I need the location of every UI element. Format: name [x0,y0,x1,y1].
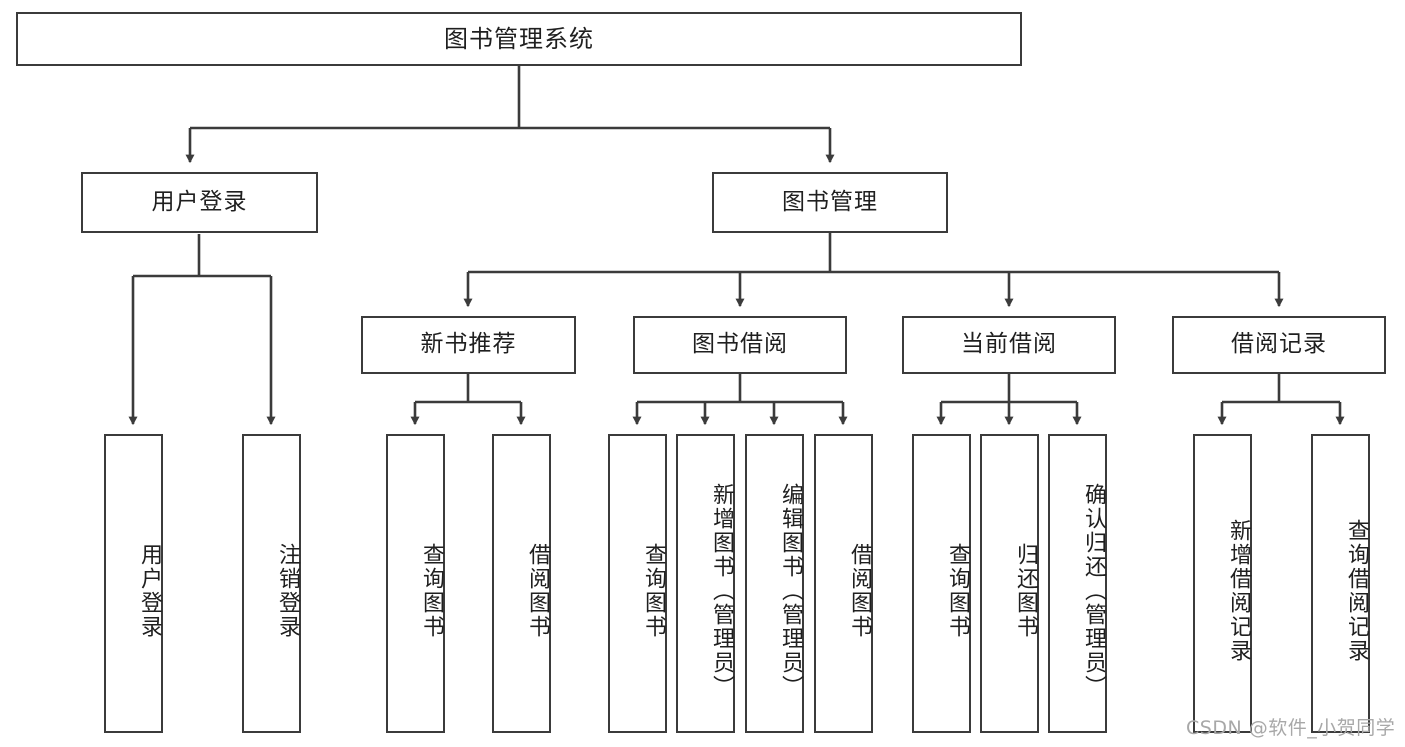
node-label: 用户登录 [151,188,248,215]
node-label: 查询图书 [641,542,666,639]
node-leaf-query-borrow-record[interactable]: 查询借阅记录 [1311,434,1370,733]
node-leaf-add-borrow-record[interactable]: 新增借阅记录 [1193,434,1252,733]
node-module-user-login[interactable]: 用户登录 [81,172,318,233]
node-label: 图书借阅 [692,331,788,358]
node-leaf-borrow-book-newbook[interactable]: 借阅图书 [492,434,551,733]
node-label: 借阅记录 [1231,331,1327,358]
node-leaf-add-book-admin[interactable]: 新增图书（管理员） [676,434,735,733]
node-label: 新书推荐 [420,331,517,358]
node-label: 图书管理系统 [444,24,594,53]
node-label: 查询图书 [945,542,970,639]
node-module-book-manage[interactable]: 图书管理 [712,172,948,233]
node-label: 借阅图书 [525,542,550,639]
node-submodule-borrow-record[interactable]: 借阅记录 [1172,316,1386,374]
node-root-system[interactable]: 图书管理系统 [16,12,1022,66]
node-leaf-user-login[interactable]: 用户登录 [104,434,163,733]
node-leaf-return-book[interactable]: 归还图书 [980,434,1039,733]
node-label: 注销登录 [275,542,300,639]
csdn-watermark: CSDN @软件_小贺同学 [1186,717,1396,739]
node-label: 当前借阅 [961,331,1057,358]
node-leaf-query-book-current[interactable]: 查询图书 [912,434,971,733]
node-submodule-book-borrow[interactable]: 图书借阅 [633,316,847,374]
node-label: 借阅图书 [847,542,872,639]
node-leaf-query-book-borrow[interactable]: 查询图书 [608,434,667,733]
node-label: 查询借阅记录 [1344,518,1369,663]
node-leaf-query-book-newbook[interactable]: 查询图书 [386,434,445,733]
node-label: 归还图书 [1013,542,1038,639]
node-label: 确认归还（管理员） [1081,482,1106,699]
node-label: 新增借阅记录 [1226,518,1251,663]
node-leaf-borrow-book-borrow[interactable]: 借阅图书 [814,434,873,733]
node-label: 新增图书（管理员） [709,482,734,699]
node-label: 查询图书 [419,542,444,639]
node-label: 编辑图书（管理员） [778,482,803,699]
node-leaf-edit-book-admin[interactable]: 编辑图书（管理员） [745,434,804,733]
node-label: 图书管理 [782,188,878,215]
node-leaf-confirm-return-admin[interactable]: 确认归还（管理员） [1048,434,1107,733]
node-label: 用户登录 [137,542,162,639]
node-leaf-logout[interactable]: 注销登录 [242,434,301,733]
node-submodule-new-book-recommend[interactable]: 新书推荐 [361,316,576,374]
node-submodule-current-borrow[interactable]: 当前借阅 [902,316,1116,374]
